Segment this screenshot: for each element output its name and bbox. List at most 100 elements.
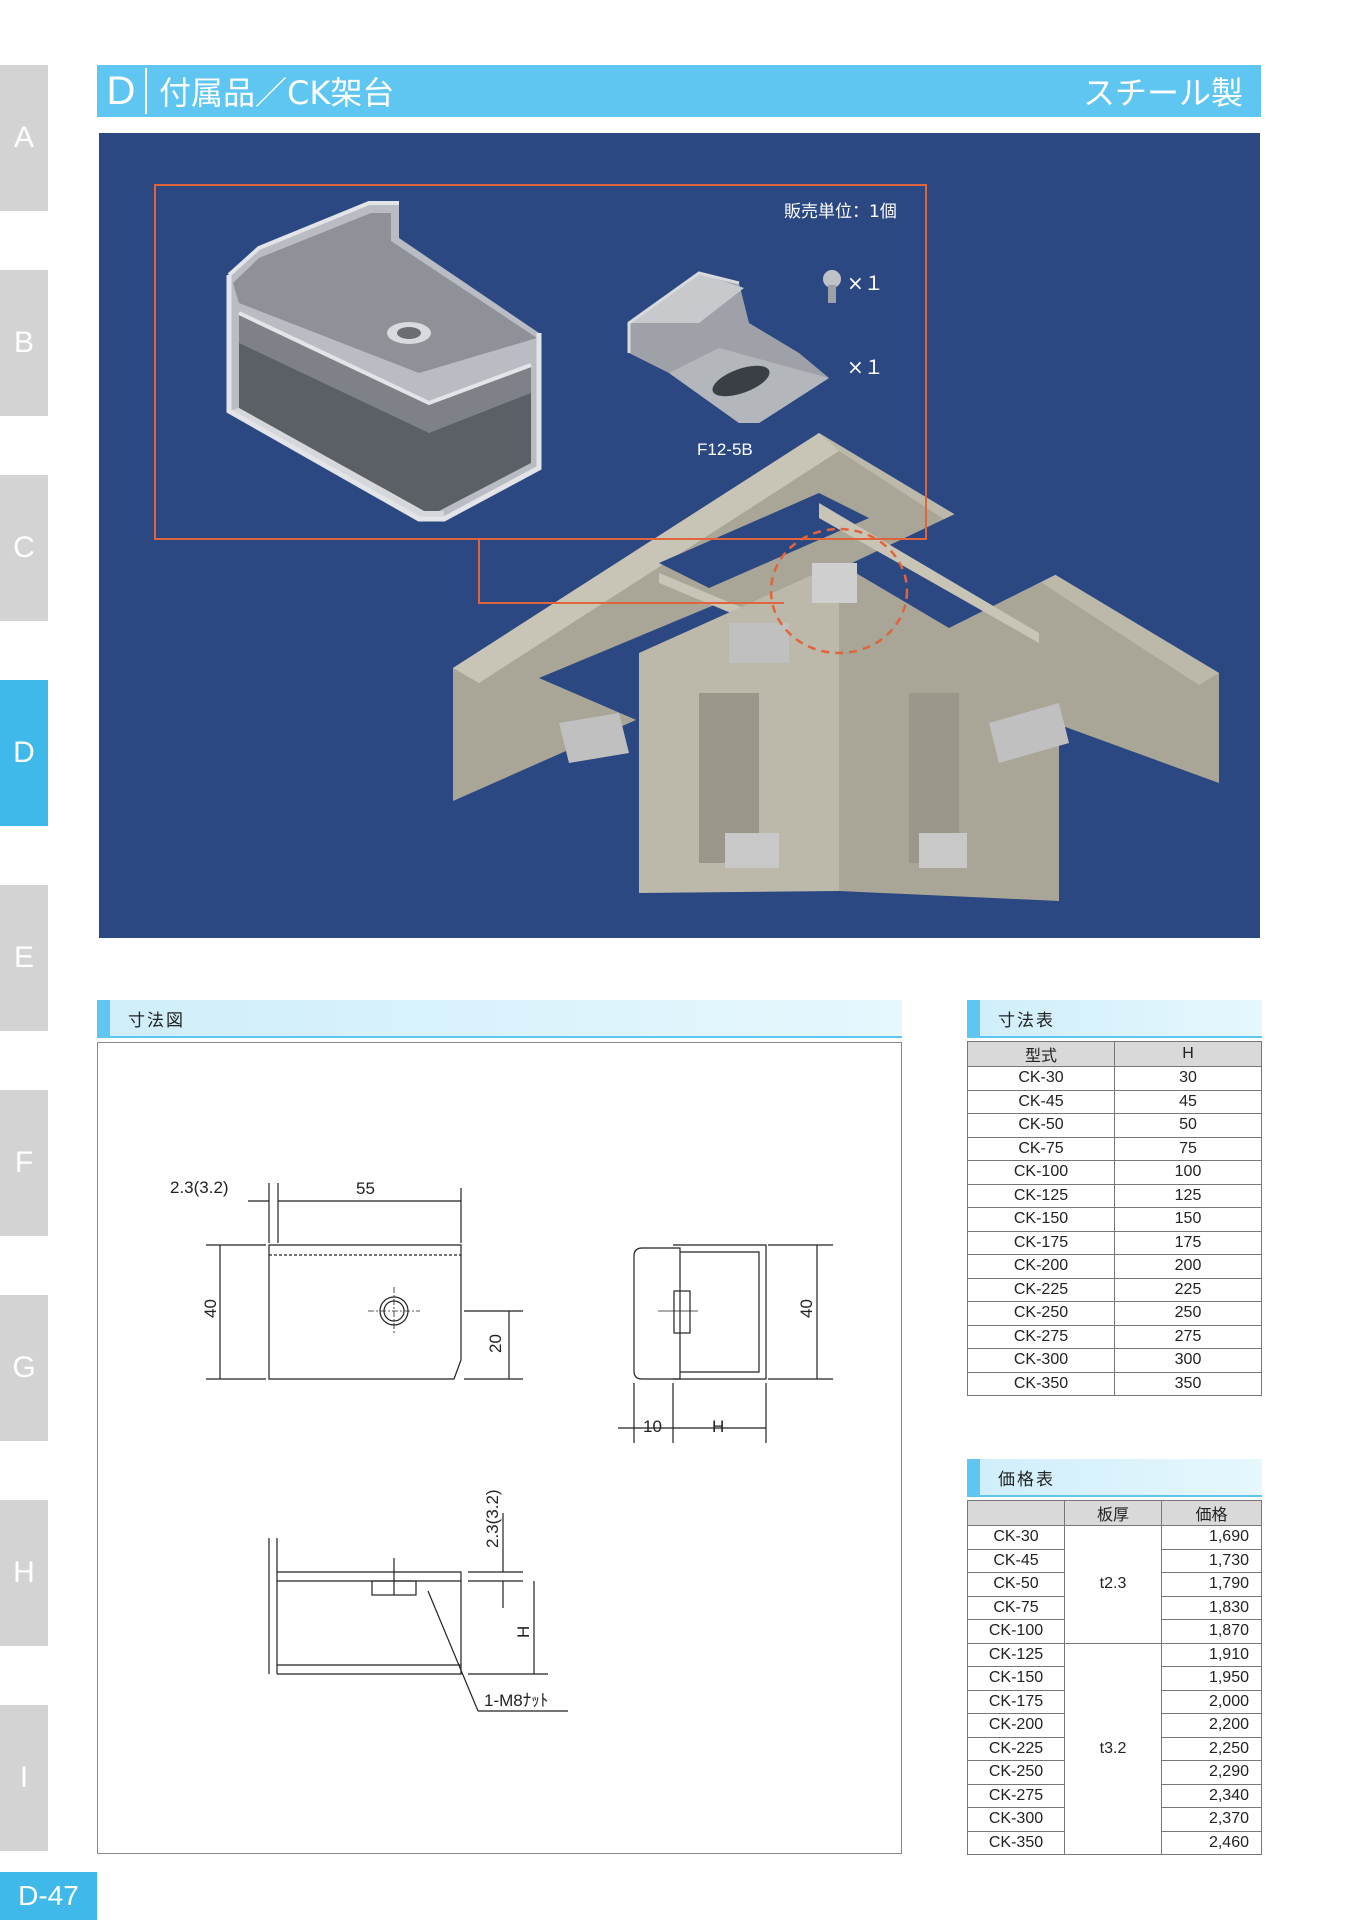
model-cell: CK-100 — [966, 1619, 1066, 1644]
dim-width: 55 — [356, 1179, 375, 1198]
model-cell: CK-50 — [966, 1572, 1066, 1597]
section-letter: D — [106, 68, 136, 113]
model-cell: CK-75 — [967, 1136, 1115, 1161]
dim-table-header-cell: H — [1114, 1041, 1262, 1067]
h-value-cell: 100 — [1114, 1160, 1262, 1185]
side-tab-b[interactable]: B — [0, 270, 48, 416]
price-cell: 2,460 — [1161, 1830, 1262, 1855]
side-tab-h[interactable]: H — [0, 1500, 48, 1646]
model-cell: CK-300 — [966, 1807, 1066, 1832]
section-underline — [967, 1036, 1262, 1038]
model-cell: CK-225 — [967, 1277, 1115, 1302]
thickness-cell: t3.2 — [1064, 1642, 1163, 1855]
h-value-cell: 350 — [1114, 1371, 1262, 1396]
dim-offset: 10 — [643, 1417, 662, 1436]
dimension-drawing-title: 寸法図 — [128, 1010, 185, 1031]
callout-circle — [769, 527, 909, 655]
side-tab-i[interactable]: I — [0, 1705, 48, 1851]
cable-tray-assembly — [453, 433, 1219, 901]
model-cell: CK-350 — [967, 1371, 1115, 1396]
model-cell: CK-275 — [966, 1783, 1066, 1808]
dim-table-header-cell: 型式 — [967, 1041, 1115, 1067]
price-cell: 2,370 — [1161, 1807, 1262, 1832]
h-value-cell: 200 — [1114, 1254, 1262, 1279]
clip-model-label: F12-5B — [697, 440, 753, 459]
price-cell: 2,250 — [1161, 1736, 1262, 1761]
side-tab-g[interactable]: G — [0, 1295, 48, 1441]
front-view — [206, 1183, 523, 1380]
product-illustration: 販売単位：1個 ×１ ×１ F12-5B — [99, 133, 1260, 938]
h-value-cell: 75 — [1114, 1136, 1262, 1161]
section-underline — [967, 1495, 1262, 1497]
side-tab-d[interactable]: D — [0, 680, 48, 826]
material-label: スチール製 — [1082, 74, 1243, 112]
price-cell: 1,830 — [1161, 1595, 1262, 1620]
dim-height-front: 40 — [201, 1299, 220, 1318]
side-tab-f[interactable]: F — [0, 1090, 48, 1236]
page-number: D-47 — [0, 1872, 97, 1920]
thickness-cell: t2.3 — [1064, 1525, 1163, 1644]
side-tab-a[interactable]: A — [0, 65, 48, 211]
model-cell: CK-250 — [967, 1301, 1115, 1326]
ck-bracket-image — [226, 201, 542, 522]
model-cell: CK-225 — [966, 1736, 1066, 1761]
clip-quantity: ×１ — [847, 355, 884, 379]
model-cell: CK-75 — [966, 1595, 1066, 1620]
table-row: CK-100 1,870 — [966, 1619, 1262, 1644]
callout-leader — [478, 539, 784, 604]
model-cell: CK-30 — [966, 1525, 1066, 1550]
dim-h-side: H — [712, 1417, 724, 1436]
model-cell: CK-350 — [966, 1830, 1066, 1855]
dim-thickness-bottom: 2.3(3.2) — [483, 1489, 502, 1548]
model-cell: CK-125 — [967, 1183, 1115, 1208]
table-row: CK-225 2,250 — [966, 1736, 1262, 1761]
h-value-cell: 300 — [1114, 1348, 1262, 1373]
model-cell: CK-275 — [967, 1324, 1115, 1349]
price-table-header: 価格表 — [967, 1459, 1262, 1495]
side-view — [618, 1244, 833, 1443]
price-cell: 1,950 — [1161, 1666, 1262, 1691]
fixing-clip-image — [627, 271, 829, 423]
price-table-title: 価格表 — [998, 1469, 1055, 1490]
page-title: 付属品／CK架台 — [159, 74, 395, 112]
callout-frame — [154, 184, 927, 540]
model-cell: CK-45 — [967, 1089, 1115, 1114]
side-tab-e[interactable]: E — [0, 885, 48, 1031]
price-cell: 1,870 — [1161, 1619, 1262, 1644]
dimension-drawing: 2.3(3.2) 55 40 20 40 10 H 2.3(3.2) H 1-M… — [97, 1042, 902, 1854]
price-cell: 1,690 — [1161, 1525, 1262, 1550]
model-cell: CK-125 — [966, 1642, 1066, 1667]
dimension-drawing-header: 寸法図 — [97, 1000, 902, 1036]
price-cell: 2,290 — [1161, 1760, 1262, 1785]
table-row: CK-150 1,950 — [966, 1666, 1262, 1691]
dim-height-side: 40 — [797, 1299, 816, 1318]
model-cell: CK-150 — [966, 1666, 1066, 1691]
h-value-cell: 125 — [1114, 1183, 1262, 1208]
h-value-cell: 30 — [1114, 1066, 1262, 1091]
dimension-table-header: 寸法表 — [967, 1000, 1262, 1036]
side-tab-c[interactable]: C — [0, 475, 48, 621]
model-cell: CK-100 — [967, 1160, 1115, 1185]
model-cell: CK-30 — [967, 1066, 1115, 1091]
model-cell: CK-200 — [966, 1713, 1066, 1738]
dimension-table-title: 寸法表 — [998, 1010, 1055, 1031]
price-cell: 1,790 — [1161, 1572, 1262, 1597]
h-value-cell: 50 — [1114, 1113, 1262, 1138]
table-row: CK-350 2,460 — [966, 1830, 1262, 1855]
